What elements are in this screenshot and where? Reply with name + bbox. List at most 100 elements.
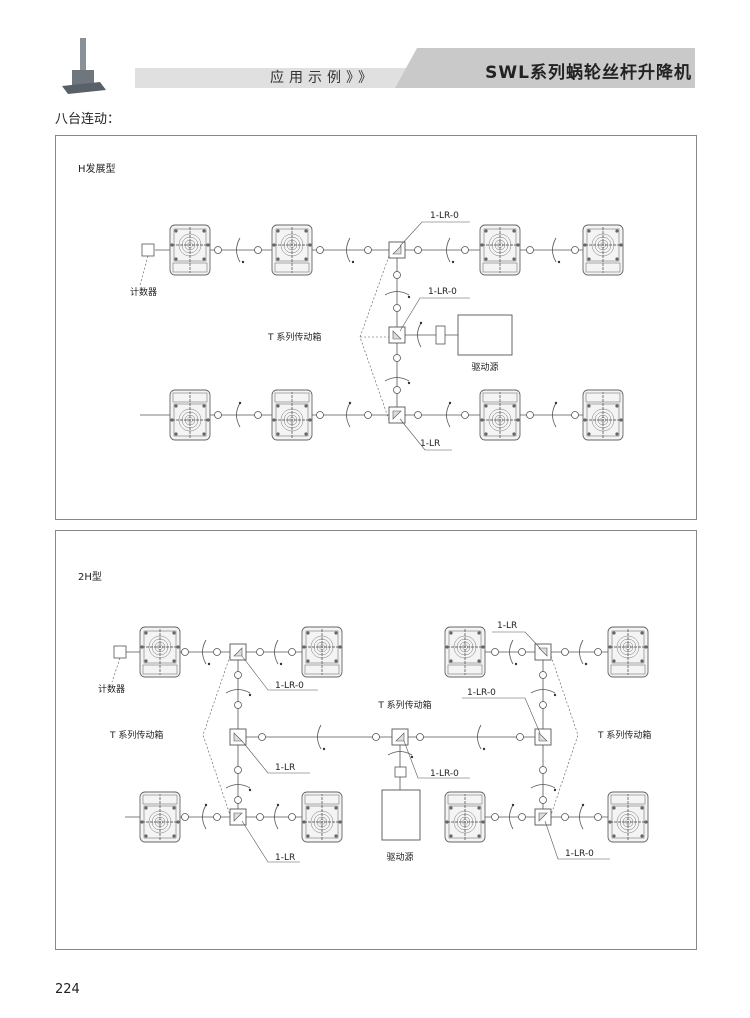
coupling-circle <box>571 246 579 254</box>
jack-bolt <box>304 229 308 233</box>
screw-jack-unit <box>444 791 486 843</box>
jack-bolt <box>144 659 148 663</box>
jack-bolt <box>445 820 449 824</box>
jack-bolt <box>202 404 206 408</box>
jack-bolt <box>176 645 180 649</box>
rotation-arrow-icon <box>579 639 584 665</box>
jack-bolt <box>516 243 520 247</box>
diagram-title: 2H型 <box>78 572 102 583</box>
screw-jack-unit <box>271 389 313 441</box>
bevel-gear-icon <box>395 732 405 742</box>
rotation-arrow-icon <box>446 237 451 263</box>
jack-bolt <box>640 659 644 663</box>
rotation-arrow-icon <box>236 237 241 263</box>
coupling-circle <box>516 733 524 741</box>
part-label-lr: 1-LR <box>275 853 295 863</box>
drive-label: 驱动源 <box>386 852 413 863</box>
jack-base <box>585 392 621 403</box>
coupling-circle <box>254 411 262 419</box>
jack-bolt <box>144 631 148 635</box>
jack-bolt <box>170 243 174 247</box>
coupling-circle <box>539 701 547 709</box>
jack-base <box>274 262 310 273</box>
jack-bolt <box>308 243 312 247</box>
bevel-gear-icon <box>392 330 402 340</box>
part-label-lr0: 1-LR-0 <box>565 849 594 859</box>
jack-bolt <box>445 645 449 649</box>
jack-bolt <box>338 820 342 824</box>
coupling-circle <box>539 671 547 679</box>
coupling-circle <box>461 411 469 419</box>
rotation-arrow-icon <box>317 724 322 750</box>
jack-bolt <box>172 806 176 810</box>
arrow-head <box>514 662 518 666</box>
jack-base <box>610 664 646 675</box>
arrow-head <box>279 662 283 666</box>
jack-bolt <box>306 834 310 838</box>
jack-bolt <box>516 418 520 422</box>
jack-bolt <box>144 834 148 838</box>
coupling-circle <box>258 733 266 741</box>
arrow-head <box>553 693 557 697</box>
rotation-arrow-icon <box>274 639 279 665</box>
rotation-arrow-icon <box>477 724 482 750</box>
rotation-arrow-icon <box>202 639 207 665</box>
rotation-arrow-icon <box>552 237 557 263</box>
page-number: 224 <box>55 982 80 997</box>
coupling-circle <box>316 411 324 419</box>
jack-bolt <box>608 820 612 824</box>
leader-line <box>241 740 310 774</box>
jack-bolt <box>306 806 310 810</box>
coupling-circle <box>539 796 547 804</box>
jack-base <box>482 262 518 273</box>
leader-line <box>462 697 541 734</box>
drive-label: 驱动源 <box>471 362 498 373</box>
coupling-circle <box>491 648 499 656</box>
t-gearbox-label: T 系列传动箱 <box>597 729 651 741</box>
jack-bolt <box>174 257 178 261</box>
arrow-head <box>207 662 211 666</box>
diagram-2h-type: 2H型 <box>55 530 697 950</box>
rotation-arrow-icon <box>346 402 351 428</box>
rotation-arrow-icon <box>417 322 422 348</box>
jack-bolt <box>480 418 484 422</box>
jack-bolt <box>276 432 280 436</box>
arrow-head <box>204 803 208 807</box>
jack-bolt <box>484 432 488 436</box>
arrow-head <box>448 401 452 405</box>
arrow-head <box>511 803 515 807</box>
arrow-head <box>581 803 585 807</box>
part-label-lr0: 1-LR-0 <box>428 287 457 297</box>
jack-bolt <box>304 257 308 261</box>
coupling-circle <box>414 411 422 419</box>
jack-bolt <box>302 645 306 649</box>
jack-base <box>447 794 483 805</box>
bevel-gear-icon <box>538 812 548 822</box>
jack-bolt <box>172 631 176 635</box>
arrow-head <box>410 755 414 759</box>
arrow-head <box>451 260 455 264</box>
screw-jack-unit <box>139 626 181 678</box>
jack-bolt <box>640 834 644 838</box>
coupling-circle <box>234 796 242 804</box>
arrow-head <box>276 803 280 807</box>
jack-bolt <box>512 257 516 261</box>
drive-motor <box>381 789 421 841</box>
coupling-circle <box>364 411 372 419</box>
screw-jack-unit <box>169 224 211 276</box>
screw-jack-unit <box>169 389 211 441</box>
arrow-head <box>554 401 558 405</box>
jack-bolt <box>206 243 210 247</box>
rotation-arrow-icon <box>236 402 241 428</box>
drive-motor <box>457 314 513 356</box>
screw-jack-unit <box>139 791 181 843</box>
jack-bolt <box>449 659 453 663</box>
coupling-circle <box>234 766 242 774</box>
coupling-circle <box>256 648 264 656</box>
leader-line-dashed <box>202 655 231 816</box>
coupling-circle <box>393 354 401 362</box>
arrow-head <box>238 401 242 405</box>
chevrons-icon: 》》 <box>346 70 377 86</box>
arrow-head <box>482 747 486 751</box>
